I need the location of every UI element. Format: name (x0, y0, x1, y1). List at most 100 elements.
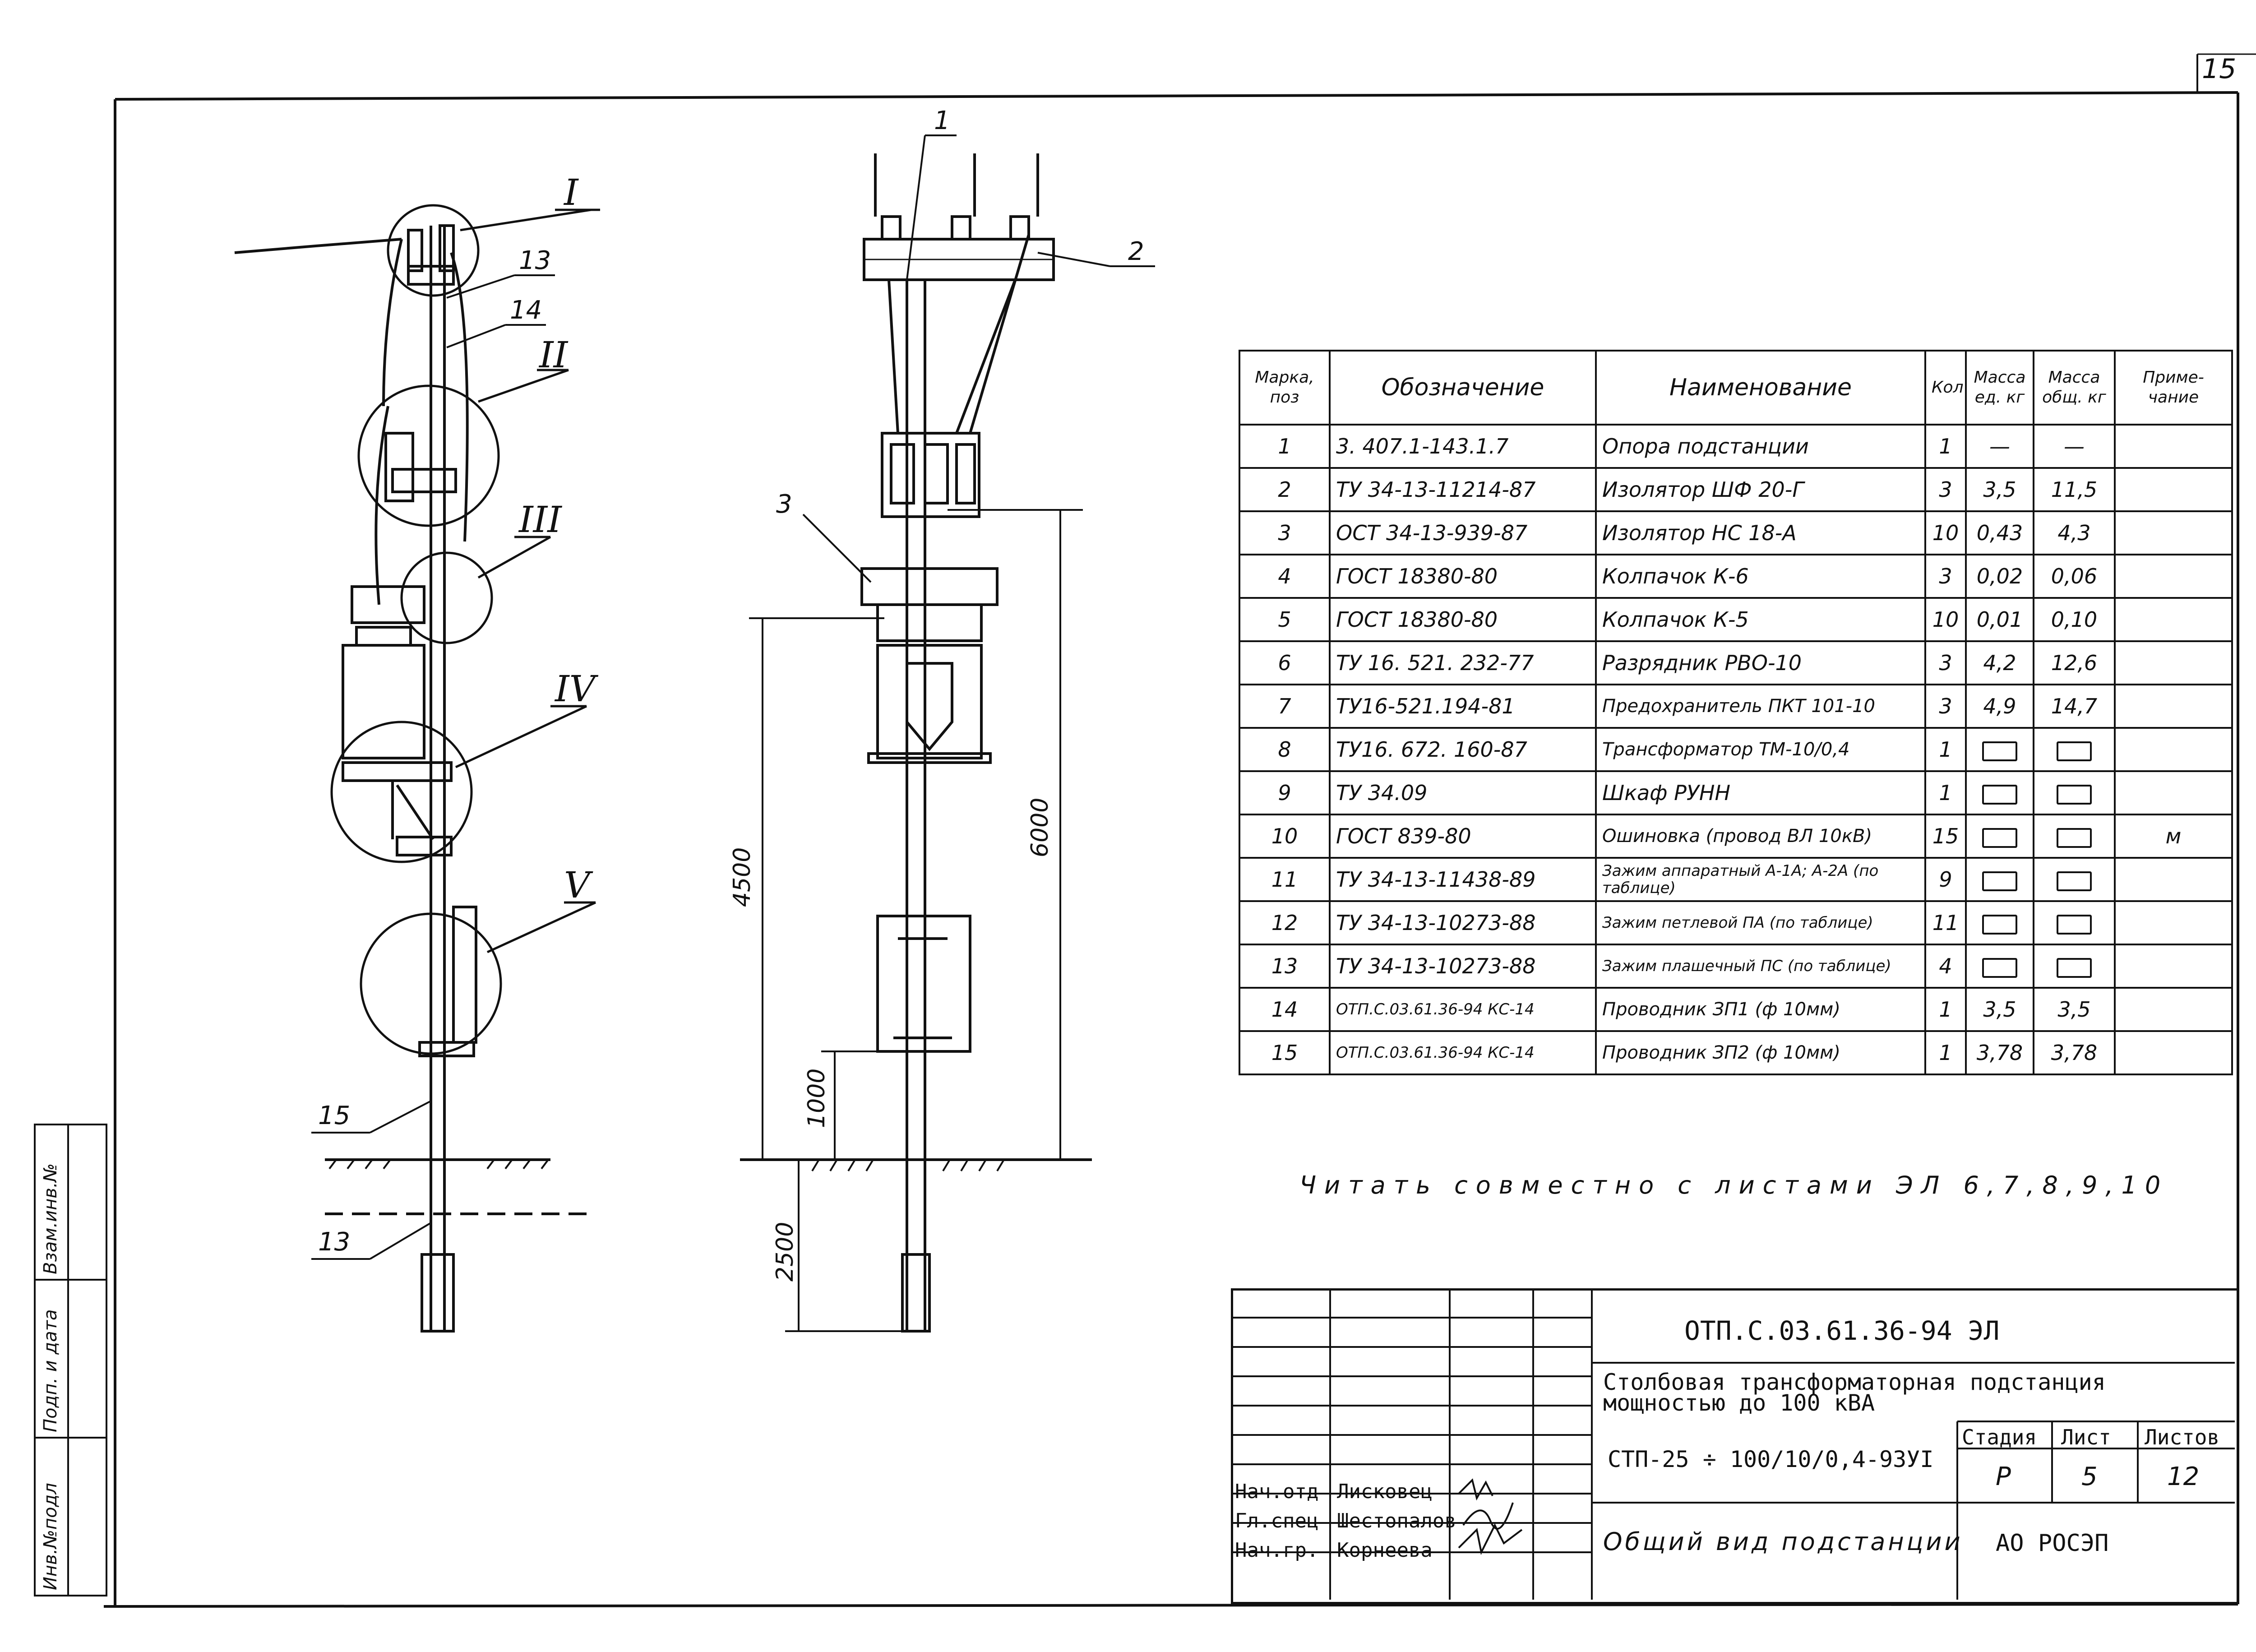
blank-value-box (1982, 958, 2017, 978)
cell-mass-unit: 0,01 (1965, 597, 2034, 642)
cell-designation: ОТП.С.03.61.36-94 КС-14 (1329, 1030, 1597, 1075)
stage-label: Стадия (1962, 1425, 2037, 1449)
cell-mass-total: 0,06 (2033, 554, 2116, 599)
cell-designation: ОСТ 34-13-939-87 (1329, 510, 1597, 555)
cell-designation: ТУ 16. 521. 232-77 (1329, 640, 1597, 685)
cell-qty: 3 (1924, 684, 1967, 729)
cell-mass-total: 11,5 (2033, 467, 2116, 512)
cell-qty: 1 (1924, 727, 1967, 772)
cell-pos: 13 (1239, 944, 1331, 989)
cell-qty: 11 (1924, 900, 1967, 945)
cell-pos: 6 (1239, 640, 1331, 685)
side-stamp-inv: Инв.№подл (40, 1483, 61, 1590)
blank-value-box (1982, 914, 2017, 935)
cell-designation: ТУ 34-13-10273-88 (1329, 944, 1597, 989)
blank-value-box (2057, 871, 2092, 891)
position-mark-2: 2 (1128, 237, 1144, 266)
cell-mass-total: 14,7 (2033, 684, 2116, 729)
cell-designation: 3. 407.1-143.1.7 (1329, 424, 1597, 469)
cell-qty: 4 (1924, 944, 1967, 989)
header-designation: Обозначение (1329, 350, 1597, 426)
cell-qty: 1 (1924, 424, 1967, 469)
side-stamp-sign: Подп. и дата (40, 1309, 61, 1432)
blank-value-box (1982, 871, 2017, 891)
cell-mass-total (2033, 814, 2116, 859)
cell-mass-total: 12,6 (2033, 640, 2116, 685)
cell-note (2114, 510, 2233, 555)
cell-qty: 1 (1924, 1030, 1967, 1075)
cell-note (2114, 900, 2233, 945)
cell-name: Ошиновка (провод ВЛ 10кВ) (1595, 814, 1926, 859)
cell-qty: 10 (1924, 597, 1967, 642)
side-stamp: Инв.№подл Подп. и дата Взам.инв.№ (34, 1124, 107, 1596)
cell-designation: ОТП.С.03.61.36-94 КС-14 (1329, 987, 1597, 1032)
cell-pos: 9 (1239, 770, 1331, 815)
cell-note (2114, 424, 2233, 469)
cell-name: Предохранитель ПКТ 101-10 (1595, 684, 1926, 729)
position-mark-15: 15 (318, 1101, 351, 1130)
cell-name: Зажим петлевой ПА (по таблице) (1595, 900, 1926, 945)
cell-designation: ТУ16-521.194-81 (1329, 684, 1597, 729)
cell-qty: 3 (1924, 467, 1967, 512)
dimension-1000: 1000 (803, 1068, 830, 1128)
blank-value-box (2057, 958, 2092, 978)
cell-mass-unit (1965, 857, 2034, 902)
sheet-label: Лист (2061, 1425, 2111, 1449)
cell-mass-total (2033, 727, 2116, 772)
side-view-drawing (234, 224, 596, 1333)
read-together-note: Читать совместно с листами ЭЛ 6,7,8,9,10 (1299, 1171, 2169, 1199)
blank-value-box (1982, 828, 2017, 848)
cell-mass-total: 3,78 (2033, 1030, 2116, 1075)
drawing-title: Столбовая трансформаторная подстанция мо… (1603, 1369, 2106, 1416)
signature-role-1: Нач.отд (1235, 1480, 1319, 1503)
cell-pos: 12 (1239, 900, 1331, 945)
cell-pos: 10 (1239, 814, 1331, 859)
cell-mass-total: 4,3 (2033, 510, 2116, 555)
side-stamp-replace: Взам.инв.№ (40, 1163, 61, 1274)
cell-qty: 3 (1924, 554, 1967, 599)
cell-name: Проводник ЗП2 (ф 10мм) (1595, 1030, 1926, 1075)
title-block-grid (1231, 1288, 2235, 1600)
blank-value-box (1982, 784, 2017, 805)
cell-qty: 1 (1924, 770, 1967, 815)
cell-mass-unit (1965, 900, 2034, 945)
callout-label-I: I (564, 171, 578, 213)
cell-qty: 3 (1924, 640, 1967, 685)
cell-pos: 7 (1239, 684, 1331, 729)
callout-label-III: III (519, 499, 562, 541)
cell-pos: 8 (1239, 727, 1331, 772)
cell-mass-unit: 4,2 (1965, 640, 2034, 685)
cell-note (2114, 1030, 2233, 1075)
cell-mass-unit (1965, 770, 2034, 815)
cell-mass-unit (1965, 944, 2034, 989)
cell-name: Разрядник РВО-10 (1595, 640, 1926, 685)
cell-mass-total (2033, 770, 2116, 815)
specification-table: Марка, поз Обозначение Наименование Кол … (1239, 350, 2233, 1075)
cell-mass-unit (1965, 727, 2034, 772)
dimension-2500: 2500 (772, 1222, 799, 1282)
cell-mass-total (2033, 944, 2116, 989)
front-view-drawing (740, 153, 1092, 1333)
dimension-4500: 4500 (729, 847, 756, 907)
cell-designation: ТУ 34.09 (1329, 770, 1597, 815)
blank-value-box (2057, 828, 2092, 848)
cell-pos: 2 (1239, 467, 1331, 512)
header-name: Наименование (1595, 350, 1926, 426)
dimension-lines (749, 509, 1083, 1332)
header-mark: Марка, поз (1239, 350, 1331, 426)
sheet-value: 5 (2081, 1462, 2098, 1491)
cell-name: Проводник ЗП1 (ф 10мм) (1595, 987, 1926, 1032)
handwritten-signatures (1458, 1478, 1523, 1555)
cell-pos: 1 (1239, 424, 1331, 469)
cell-note (2114, 597, 2233, 642)
cell-name: Зажим аппаратный А-1А; А-2А (по таблице) (1595, 857, 1926, 902)
header-qty: Кол (1924, 350, 1967, 426)
